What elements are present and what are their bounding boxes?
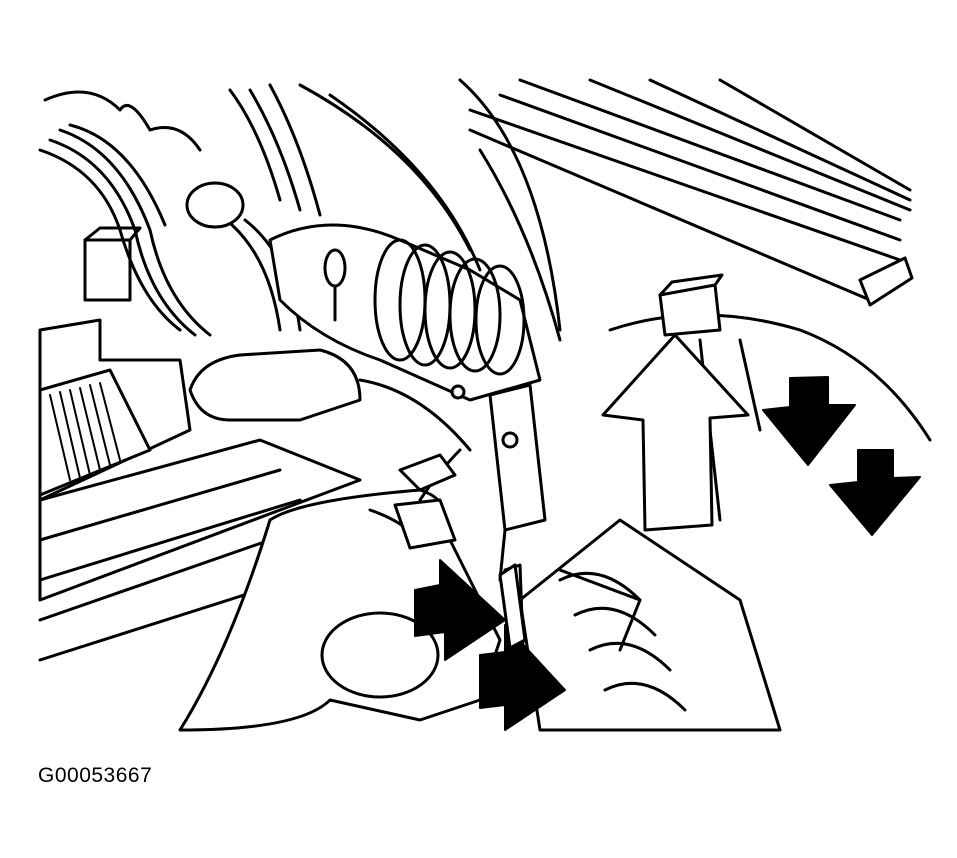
intake-bellows-hose [268,223,542,402]
engine-bay-line-drawing [38,78,932,732]
figure-id-label: G00053667 [38,764,153,787]
up-arrow-icon [601,333,750,532]
clip-lever [498,563,527,650]
background-lines [43,78,932,442]
wiring-harness [38,123,362,422]
radiator-slats [468,78,914,307]
bracket [488,383,547,582]
connector [358,378,472,550]
down-arrow-icon [762,376,921,536]
clip-arrow-icon [414,559,566,731]
hand [178,488,502,732]
